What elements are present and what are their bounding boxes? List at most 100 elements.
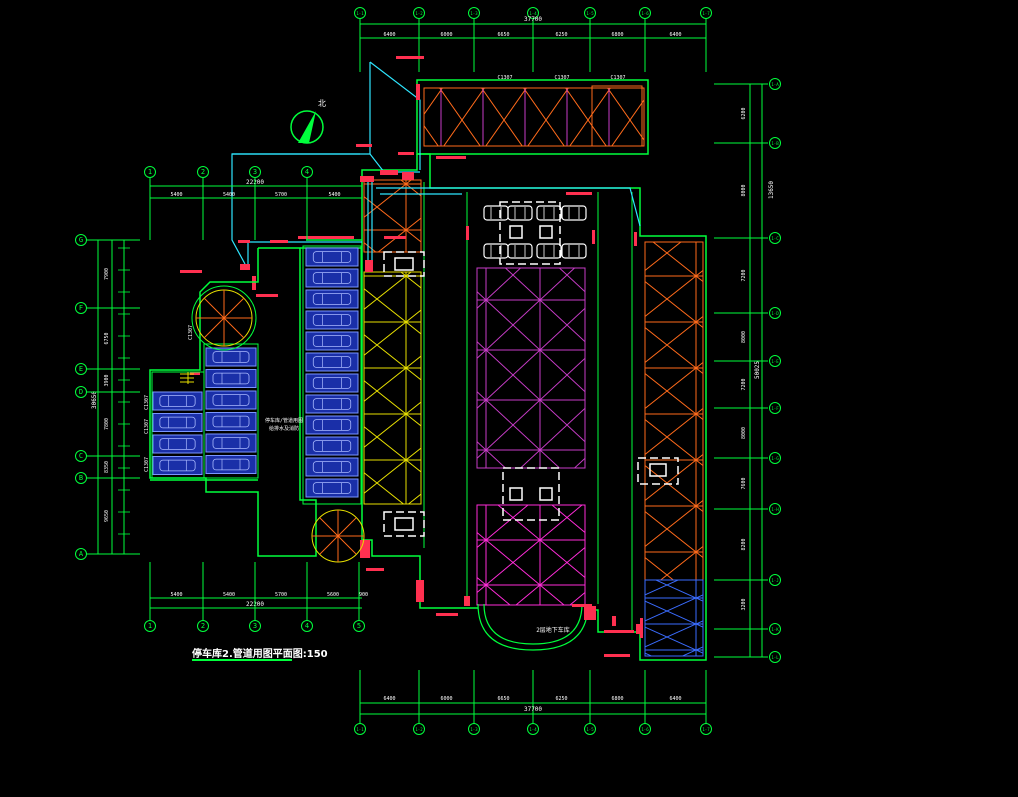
parking-bay-mid-0: [205, 347, 257, 367]
axis-right-1-L: 1-L: [769, 651, 781, 663]
axis-bottom-1-6: 1-6: [639, 723, 651, 735]
svg-text:1-1: 1-1: [356, 727, 364, 732]
left-top-dim-0: 5400: [170, 192, 182, 198]
shaft-markers: [383, 251, 679, 537]
parking-bay-mid-4: [205, 433, 257, 453]
left-parking-bays: [152, 247, 359, 498]
svg-text:1: 1: [148, 622, 152, 630]
yellow-zone: [363, 271, 422, 505]
left-dim-0: 7900: [104, 268, 110, 280]
parking-bay-corridor-7: [305, 394, 359, 414]
round-ramp-bottom: [311, 509, 365, 563]
axis-right-1-K: 1-K: [769, 623, 781, 635]
axis-right-1-H: 1-H: [769, 503, 781, 515]
top-dim-1: 6000: [440, 32, 452, 38]
top-dim-3: 6250: [555, 32, 567, 38]
svg-text:4: 4: [305, 168, 309, 176]
parking-bay-corridor-0: [305, 247, 359, 267]
bottom-dim-1: 6000: [440, 696, 452, 702]
right-dim-0: 6200: [741, 107, 747, 119]
top-label-3: C1307: [610, 75, 625, 81]
north-arrow: 北: [290, 99, 326, 144]
axis-left-E: E: [75, 363, 87, 375]
axis-left-bottom-2: 2: [197, 620, 209, 632]
axis-bottom-1-1: 1-1: [354, 723, 366, 735]
parking-bay-corridor-8: [305, 415, 359, 435]
drawing-title: 停车库2.管道用图平面图:150: [192, 647, 328, 661]
axis-top-1-3: 1-3: [468, 7, 480, 19]
axis-right-1-C: 1-C: [769, 232, 781, 244]
axis-top-1-6: 1-6: [639, 7, 651, 19]
orange-zone-small: [363, 179, 422, 253]
north-label: 北: [318, 99, 326, 108]
left-bottom-dim-4: 900: [359, 592, 368, 598]
svg-text:4: 4: [305, 622, 309, 630]
left-top-dim-1: 5400: [223, 192, 235, 198]
svg-text:3: 3: [253, 622, 257, 630]
axis-right-1-F: 1-F: [769, 402, 781, 414]
bottom-dim-0: 6400: [383, 696, 395, 702]
svg-text:1-D: 1-D: [771, 311, 779, 316]
bottom-dim-4: 6800: [611, 696, 623, 702]
axis-left-G: G: [75, 234, 87, 246]
svg-text:1-5: 1-5: [586, 11, 594, 16]
parking-bay-corridor-6: [305, 373, 359, 393]
left-bottom-dim-0: 5400: [170, 592, 182, 598]
svg-text:F: F: [79, 304, 83, 312]
svg-text:1-7: 1-7: [702, 11, 710, 16]
parking-bay-corridor-11: [305, 478, 359, 498]
svg-text:1-3: 1-3: [470, 11, 478, 16]
side-label-1: C1307: [188, 325, 194, 340]
svg-text:1-G: 1-G: [771, 456, 779, 461]
right-dim-5: 8000: [741, 427, 747, 439]
axis-bottom-1-7: 1-7: [700, 723, 712, 735]
axis-right-1-D: 1-D: [769, 307, 781, 319]
parking-bay-mid-5: [205, 455, 257, 474]
svg-text:1-H: 1-H: [771, 507, 779, 512]
top-dim-2: 6650: [497, 32, 509, 38]
top-dim-0: 6400: [383, 32, 395, 38]
right-total-1: 13650: [768, 181, 775, 199]
stair: [180, 372, 194, 384]
parking-bay-mid-3: [205, 412, 257, 431]
axis-left-F: F: [75, 302, 87, 314]
magenta-zone: [476, 267, 586, 469]
right-dim-4: 7200: [741, 378, 747, 390]
side-label-3: C1307: [144, 419, 150, 434]
axis-left-bottom-4: 4: [301, 620, 313, 632]
axis-top-1-4: 1-4: [527, 7, 539, 19]
top-label-1: C1307: [497, 75, 512, 81]
svg-text:1-J: 1-J: [771, 578, 778, 583]
svg-text:D: D: [79, 388, 83, 396]
axis-bottom-1-5: 1-5: [584, 723, 596, 735]
side-label-4: C1307: [144, 457, 150, 472]
fixtures: [180, 56, 643, 657]
svg-text:1-K: 1-K: [771, 627, 779, 632]
axis-bottom-1-2: 1-2: [413, 723, 425, 735]
axis-top-1-5: 1-5: [584, 7, 596, 19]
svg-text:E: E: [79, 365, 83, 373]
left-bottom-dim-2: 5700: [275, 592, 287, 598]
svg-text:B: B: [79, 474, 83, 482]
left-top-dim-3: 5400: [328, 192, 340, 198]
svg-text:1-C: 1-C: [771, 236, 779, 241]
pink-zone: [476, 504, 586, 606]
side-label-2: C1307: [144, 395, 150, 410]
axis-top-1-1: 1-1: [354, 7, 366, 19]
axis-left-top-3: 3: [249, 166, 261, 178]
top-label-2: C1307: [554, 75, 569, 81]
right-side-dimension-line: 1-A1-B1-C1-D1-E1-F1-G1-H1-J1-K1-L6200800…: [714, 78, 781, 663]
left-dim-3: 7800: [104, 418, 110, 430]
top-dim-5: 6400: [669, 32, 681, 38]
right-dim-6: 7600: [741, 477, 747, 489]
axis-bottom-1-3: 1-3: [468, 723, 480, 735]
right-total-2: 50025: [754, 361, 761, 379]
svg-text:1-5: 1-5: [586, 727, 594, 732]
left-dim-2: 3900: [104, 374, 110, 386]
bottom-dim-3: 6250: [555, 696, 567, 702]
axis-right-1-E: 1-E: [769, 355, 781, 367]
